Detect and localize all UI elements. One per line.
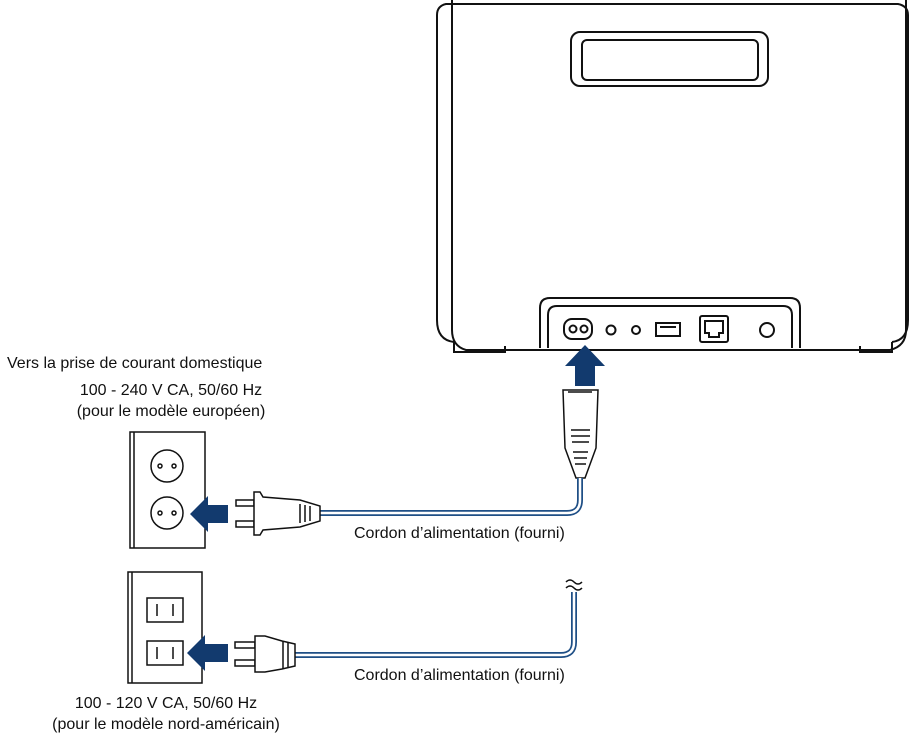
eu-cable: [318, 478, 583, 516]
na-voltage-label: 100 - 120 V CA, 50/60 Hz: [74, 695, 258, 712]
ethernet-port-icon: [699, 315, 729, 343]
cable-break-icon: [565, 579, 583, 591]
eu-cable-inner: [318, 478, 582, 515]
speaker-left-edge: [436, 15, 455, 343]
speaker-outline: [451, 0, 907, 351]
eu-model-label: (pour le modèle européen): [76, 403, 266, 420]
eu-wall-outlet: [129, 431, 206, 549]
speaker-unit: [436, 0, 909, 353]
na-model-label: (pour le modèle nord-américain): [52, 716, 280, 733]
iec-connector-icon: [562, 389, 599, 479]
outlet-heading: Vers la prise de courant domestique: [7, 355, 263, 372]
eu-voltage-label: 100 - 240 V CA, 50/60 Hz: [79, 382, 263, 399]
ac-inlet-icon: [563, 318, 593, 340]
connector-panel-outer: [539, 297, 801, 348]
na-plug-icon: [234, 635, 296, 673]
aux-jack-icon: [631, 325, 641, 335]
speaker-foot-right: [859, 342, 893, 353]
button-hole-icon: [605, 324, 617, 336]
speaker-top-edge: [436, 3, 909, 343]
na-cable: [294, 592, 577, 658]
eu-cord-label: Cordon d’alimentation (fourni): [354, 525, 565, 542]
usb-port-icon: [655, 322, 681, 337]
speaker-foot-left: [453, 342, 506, 353]
arrow-up-icon: [565, 345, 605, 386]
handle-inner: [581, 39, 759, 81]
arrow-left-eu-icon: [190, 496, 228, 532]
na-wall-outlet: [127, 571, 203, 684]
arrow-left-na-icon: [187, 635, 228, 671]
na-cord-label: Cordon d’alimentation (fourni): [354, 667, 565, 684]
eu-plug-icon: [235, 491, 321, 536]
power-button-icon: [759, 322, 775, 338]
na-cable-inner: [294, 592, 576, 657]
connector-panel-inner: [547, 305, 793, 348]
handle-outer: [570, 31, 769, 87]
